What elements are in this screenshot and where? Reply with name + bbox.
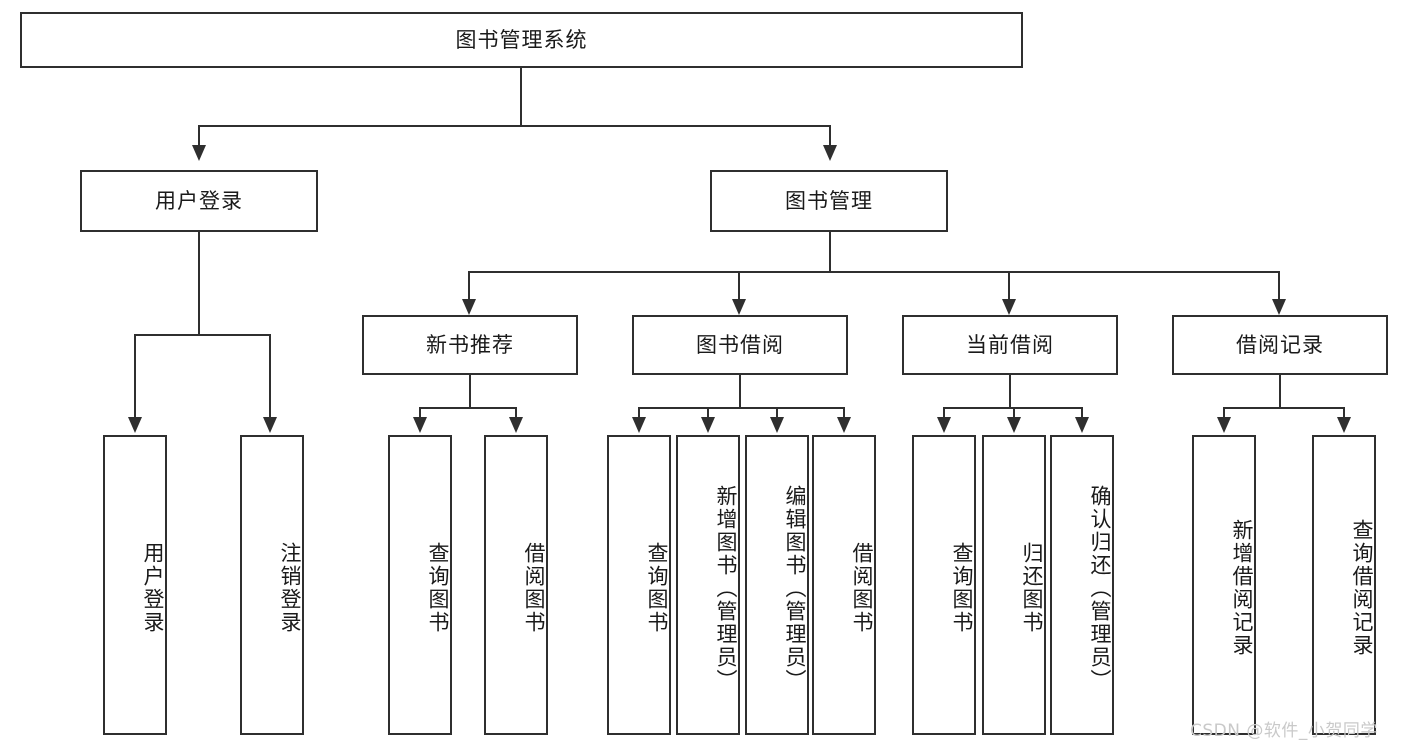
edge-bookborrow-drop-4 (843, 407, 845, 419)
arrow-to-leaf-query-book-a (413, 417, 427, 433)
arrow-to-leaf-borrow-book-b (837, 417, 851, 433)
leaf-query-borrow-record[interactable]: 查询借阅记录 (1312, 435, 1376, 735)
arrow-to-leaf-user-login (128, 417, 142, 433)
leaf-query-book-borrow[interactable]: 查询图书 (607, 435, 671, 735)
edge-currentborrow-drop-3 (1081, 407, 1083, 419)
arrow-to-leaf-add-book (701, 417, 715, 433)
leaf-add-book-admin[interactable]: 新增图书（管理员） (676, 435, 740, 735)
node-user-login[interactable]: 用户登录 (80, 170, 318, 232)
node-new-book-recommend[interactable]: 新书推荐 (362, 315, 578, 375)
edge-root-to-login (198, 125, 200, 145)
watermark: CSDN @软件_小贺同学 (1190, 721, 1378, 741)
edge-login-stem (198, 232, 200, 335)
edge-borrowrecord-drop-2 (1343, 407, 1345, 419)
edge-login-drop-2 (269, 334, 271, 417)
leaf-query-book-recommend-label: 查询图书 (426, 542, 450, 634)
node-root-label: 图书管理系统 (455, 27, 588, 52)
leaf-add-book-admin-label: 新增图书（管理员） (714, 484, 738, 692)
leaf-borrow-book-recommend-label: 借阅图书 (522, 542, 546, 634)
arrow-to-user-login (192, 145, 206, 161)
edge-bookborrow-drop-2 (707, 407, 709, 419)
edge-currentborrow-bus (943, 407, 1082, 409)
leaf-query-book-borrow-label: 查询图书 (645, 542, 669, 634)
node-borrow-record-label: 借阅记录 (1236, 332, 1324, 357)
edge-login-drop-1 (134, 334, 136, 417)
edge-bookmgmt-drop-2 (738, 271, 740, 309)
arrow-to-leaf-edit-book (770, 417, 784, 433)
leaf-add-borrow-record-label: 新增借阅记录 (1230, 519, 1254, 657)
edge-currentborrow-drop-1 (943, 407, 945, 419)
leaf-query-book-current-label: 查询图书 (950, 542, 974, 634)
leaf-logout-label: 注销登录 (278, 542, 302, 634)
edge-root-stem (520, 68, 522, 126)
edge-bookmgmt-bus (468, 271, 1280, 273)
edge-root-to-bookmgmt (829, 125, 831, 145)
node-new-book-recommend-label: 新书推荐 (426, 332, 514, 357)
leaf-logout[interactable]: 注销登录 (240, 435, 304, 735)
leaf-user-login[interactable]: 用户登录 (103, 435, 167, 735)
arrow-to-leaf-query-book-c (937, 417, 951, 433)
leaf-query-book-recommend[interactable]: 查询图书 (388, 435, 452, 735)
arrow-to-leaf-confirm-return (1075, 417, 1089, 433)
edge-bookmgmt-drop-4 (1278, 271, 1280, 309)
node-current-borrow[interactable]: 当前借阅 (902, 315, 1118, 375)
node-book-management[interactable]: 图书管理 (710, 170, 948, 232)
edge-bookmgmt-stem (829, 232, 831, 272)
leaf-query-borrow-record-label: 查询借阅记录 (1350, 519, 1374, 657)
node-borrow-record[interactable]: 借阅记录 (1172, 315, 1388, 375)
edge-borrowrecord-bus (1223, 407, 1345, 409)
leaf-query-book-current[interactable]: 查询图书 (912, 435, 976, 735)
edge-bookmgmt-drop-1 (468, 271, 470, 309)
arrow-to-leaf-query-record (1337, 417, 1351, 433)
leaf-borrow-book-recommend[interactable]: 借阅图书 (484, 435, 548, 735)
node-book-borrow-label: 图书借阅 (696, 332, 784, 357)
node-current-borrow-label: 当前借阅 (966, 332, 1054, 357)
leaf-return-book-label: 归还图书 (1020, 542, 1044, 634)
edge-bookborrow-bus (638, 407, 844, 409)
leaf-return-book[interactable]: 归还图书 (982, 435, 1046, 735)
edge-login-bus (134, 334, 270, 336)
arrow-to-leaf-query-book-b (632, 417, 646, 433)
node-book-management-label: 图书管理 (785, 188, 873, 213)
leaf-borrow-book-label: 借阅图书 (850, 542, 874, 634)
edge-newbook-bus (419, 407, 517, 409)
edge-newbook-drop-1 (419, 407, 421, 419)
arrow-to-borrow-record (1272, 299, 1286, 315)
leaf-borrow-book[interactable]: 借阅图书 (812, 435, 876, 735)
edge-currentborrow-stem (1009, 375, 1011, 408)
arrow-to-leaf-add-record (1217, 417, 1231, 433)
node-user-login-label: 用户登录 (155, 188, 243, 213)
edge-borrowrecord-stem (1279, 375, 1281, 408)
arrow-to-book-management (823, 145, 837, 161)
edge-bookborrow-drop-1 (638, 407, 640, 419)
arrow-to-book-borrow (732, 299, 746, 315)
arrow-to-leaf-logout (263, 417, 277, 433)
edge-borrowrecord-drop-1 (1223, 407, 1225, 419)
arrow-to-leaf-return-book (1007, 417, 1021, 433)
leaf-add-borrow-record[interactable]: 新增借阅记录 (1192, 435, 1256, 735)
leaf-user-login-label: 用户登录 (141, 542, 165, 634)
edge-newbook-drop-2 (515, 407, 517, 419)
arrow-to-new-book-rec (462, 299, 476, 315)
node-root[interactable]: 图书管理系统 (20, 12, 1023, 68)
edge-bookmgmt-drop-3 (1008, 271, 1010, 309)
leaf-confirm-return-admin-label: 确认归还（管理员） (1088, 484, 1112, 692)
arrow-to-leaf-borrow-book-a (509, 417, 523, 433)
leaf-edit-book-admin-label: 编辑图书（管理员） (783, 484, 807, 692)
arrow-to-current-borrow (1002, 299, 1016, 315)
edge-root-bus (198, 125, 830, 127)
leaf-edit-book-admin[interactable]: 编辑图书（管理员） (745, 435, 809, 735)
leaf-confirm-return-admin[interactable]: 确认归还（管理员） (1050, 435, 1114, 735)
edge-bookborrow-stem (739, 375, 741, 408)
node-book-borrow[interactable]: 图书借阅 (632, 315, 848, 375)
edge-currentborrow-drop-2 (1013, 407, 1015, 419)
edge-newbook-stem (469, 375, 471, 408)
edge-bookborrow-drop-3 (776, 407, 778, 419)
